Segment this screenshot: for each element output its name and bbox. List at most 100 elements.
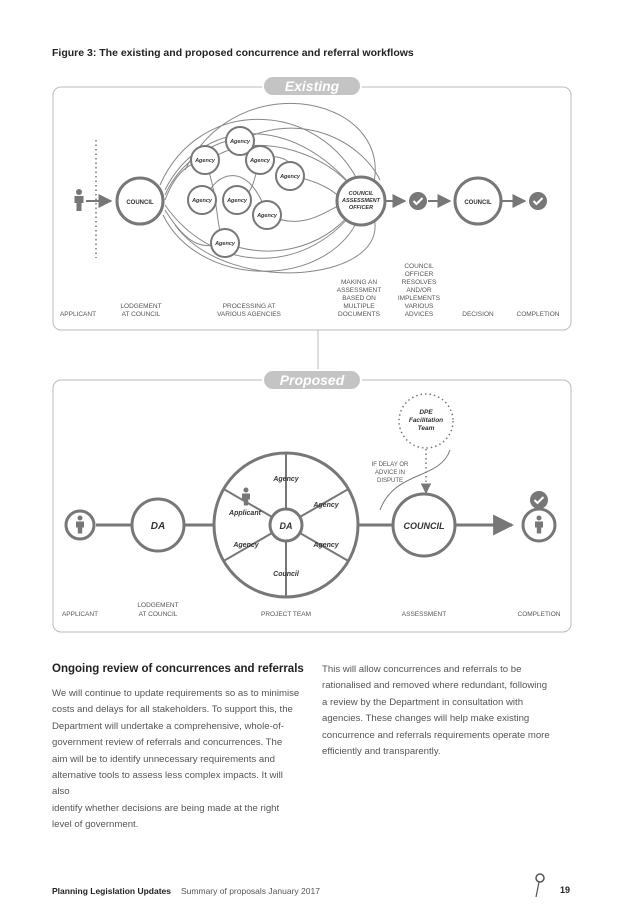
dispute-label: ADVICE IN (375, 470, 405, 476)
stage-label-resolves: OFFICER (405, 271, 434, 278)
paragraph-line: This will allow concurrences and referra… (322, 664, 522, 675)
stage-label-resolves: COUNCIL (404, 263, 434, 270)
project-team-wheel: DA Agency Agency Agency Council Agency A… (212, 451, 360, 599)
existing-stage-labels: APPLICANT LODGEMENT AT COUNCIL PROCESSIN… (60, 263, 560, 318)
stage-label-assessment: BASED ON (342, 295, 376, 302)
stage-label-lodgement: LODGEMENT (137, 602, 178, 609)
paragraph-line: efficiently and transparently. (322, 746, 441, 758)
proposed-da-node: DA (130, 497, 186, 553)
wheel-applicant: Applicant (228, 510, 262, 517)
workflow-diagram: Existing COUNCIL Agency (52, 75, 572, 633)
agency-node: Agency (245, 145, 275, 175)
stage-label-lodgement: AT COUNCIL (139, 611, 178, 618)
decision-council-label: COUNCIL (464, 200, 492, 206)
agency-label: Agency (256, 213, 278, 219)
footer-subtitle: Summary of proposals January 2017 (181, 886, 320, 896)
agency-node: Agency (252, 200, 282, 230)
map-pin-icon (535, 873, 545, 898)
agency-node: Agency (225, 126, 255, 156)
proposed-completion-node (521, 507, 557, 543)
agency-node: Agency (187, 185, 217, 215)
review-right-paragraph: This will allow concurrences and referra… (322, 662, 574, 760)
paragraph-line: rationalised and removed where redundant… (322, 680, 548, 692)
dispute-curve (379, 449, 451, 511)
stage-label-resolves: RESOLVES (402, 279, 437, 286)
figure-title: Figure 3: The existing and proposed conc… (52, 47, 414, 59)
stage-label-project-team: PROJECT TEAM (261, 611, 311, 618)
stage-label-decision: DECISION (462, 311, 494, 318)
proposed-applicant-node (64, 509, 96, 541)
agency-label: Agency (229, 139, 251, 145)
stage-label-lodgement: LODGEMENT (120, 303, 161, 310)
proposed-council-node: COUNCIL (391, 492, 457, 558)
dpe-label: DPE (419, 409, 433, 416)
existing-banner-text: Existing (285, 78, 340, 94)
paragraph-line: aim will be to identify unnecessary requ… (52, 753, 275, 765)
paragraph-line: level of government. (52, 819, 139, 831)
stage-label-assessment: ASSESSMENT (337, 287, 381, 294)
stage-label-lodgement: AT COUNCIL (122, 311, 161, 318)
dpe-label: Team (418, 425, 435, 432)
agency-label: Agency (191, 198, 213, 204)
agency-label: Agency (279, 174, 301, 180)
paragraph-line: identify whether decisions are being mad… (52, 802, 280, 814)
person-icon (75, 515, 84, 534)
footer-title: Planning Legislation Updates (52, 886, 172, 896)
agency-label: Agency (226, 198, 248, 204)
stage-label-assessment: MAKING AN (341, 279, 377, 286)
stage-label-applicant: APPLICANT (60, 311, 96, 318)
completion-check-icon (529, 192, 547, 210)
stage-label-processing: VARIOUS AGENCIES (217, 311, 281, 318)
assessment-officer-label: OFFICER (349, 205, 373, 211)
agency-label: Agency (214, 241, 236, 247)
dpe-facilitation-team-node: DPE Facilitation Team (398, 393, 454, 449)
stage-label-resolves: VARIOUS (405, 303, 434, 310)
stage-label-completion: COMPLETION (518, 611, 561, 618)
wheel-agency-top: Agency (272, 476, 299, 483)
paragraph-line: agencies. These changes will help make e… (322, 713, 530, 725)
stage-label-assessment: ASSESSMENT (402, 611, 446, 618)
person-icon (535, 515, 543, 534)
stage-label-resolves: ADVICES (405, 311, 434, 318)
review-heading: Ongoing review of concurrences and refer… (52, 663, 304, 675)
proposed-banner: Proposed (262, 369, 362, 391)
stage-label-completion: COMPLETION (517, 311, 560, 318)
proposed-council-label: COUNCIL (404, 521, 445, 531)
wheel-agency-lower-left: Agency (232, 542, 259, 549)
paragraph-line: We will continue to update requirements … (52, 688, 300, 699)
dpe-label: Facilitation (409, 417, 443, 424)
assessment-officer-label: ASSESSMENT (341, 198, 381, 204)
paragraph-line: a review by the Department in consultati… (322, 696, 524, 708)
paragraph-line: government review of referrals and concu… (52, 737, 283, 749)
proposed-banner-text: Proposed (280, 372, 345, 388)
da-center-label: DA (280, 521, 293, 531)
page-number: 19 (560, 885, 571, 895)
agency-node: Agency (210, 228, 240, 258)
wheel-person-icon (242, 487, 250, 506)
footer: Planning Legislation Updates Summary of p… (52, 886, 320, 896)
dispute-label: IF DELAY OR (372, 462, 409, 468)
assessment-officer-label: COUNCIL (348, 191, 374, 197)
da-label: DA (151, 521, 165, 532)
wheel-council: Council (273, 571, 300, 578)
existing-banner: Existing (262, 75, 362, 97)
stage-label-processing: PROCESSING AT (223, 303, 276, 310)
agency-node: Agency (190, 145, 220, 175)
stage-label-resolves: AND/OR (406, 287, 432, 294)
review-left-paragraph: We will continue to update requirements … (52, 686, 302, 834)
decision-council-node: COUNCIL (453, 176, 503, 226)
stage-label-applicant: APPLICANT (62, 611, 98, 618)
agency-label: Agency (249, 158, 271, 164)
wheel-agency-upper-right: Agency (312, 502, 339, 509)
paragraph-line: costs and delays for all stakeholders. T… (52, 704, 293, 716)
agency-label: Agency (194, 158, 216, 164)
wheel-agency-lower-right: Agency (312, 542, 339, 549)
stage-label-assessment: MULTIPLE (343, 303, 375, 310)
existing-council-label: COUNCIL (126, 200, 154, 206)
paragraph-line: concurrence and referrals requirements o… (322, 729, 550, 741)
applicant-person-icon (74, 189, 84, 211)
assessment-officer-node: COUNCIL ASSESSMENT OFFICER (335, 175, 387, 227)
existing-council-node: COUNCIL (115, 176, 165, 226)
paragraph-line: Department will undertake a comprehensiv… (52, 720, 284, 732)
agency-node: Agency (222, 185, 252, 215)
